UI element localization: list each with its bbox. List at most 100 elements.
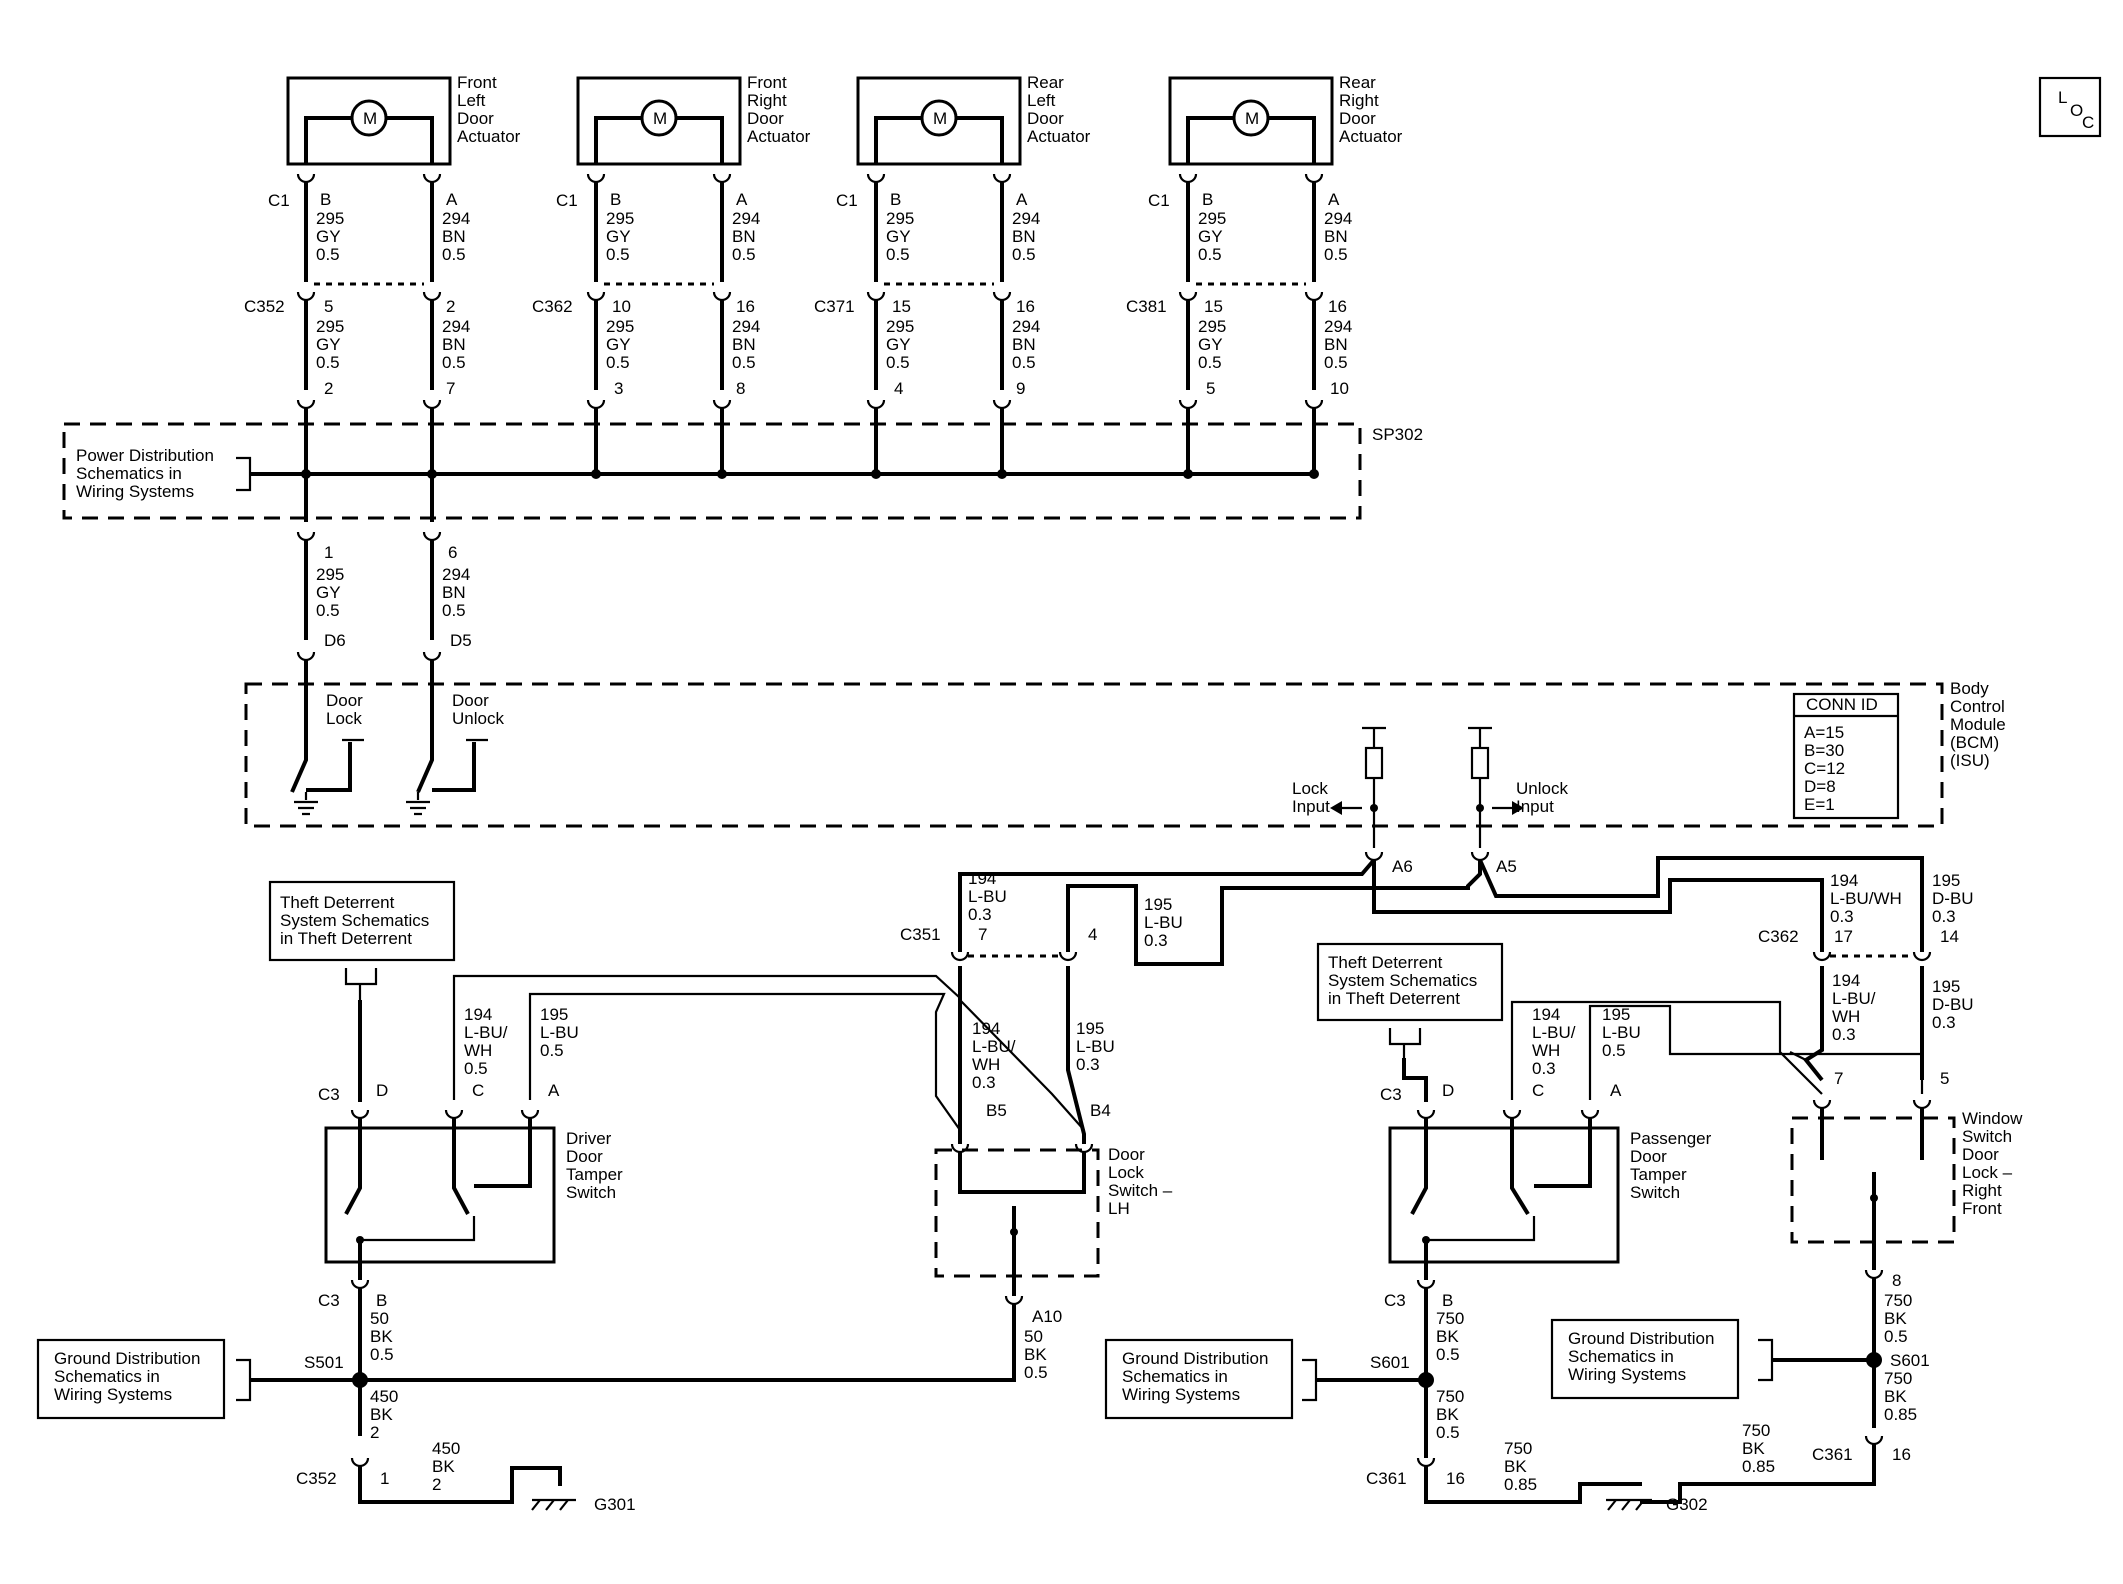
svg-text:195: 195 (1144, 895, 1172, 914)
svg-text:Door: Door (747, 109, 784, 128)
svg-text:0.3: 0.3 (1932, 1013, 1956, 1032)
svg-text:0.3: 0.3 (1144, 931, 1168, 950)
svg-text:0.5: 0.5 (1436, 1423, 1460, 1442)
svg-text:A: A (736, 190, 748, 209)
svg-text:Actuator: Actuator (457, 127, 521, 146)
svg-text:0.5: 0.5 (1324, 245, 1348, 264)
svg-text:A: A (1610, 1081, 1622, 1100)
svg-text:GY: GY (316, 227, 341, 246)
svg-text:50: 50 (370, 1309, 389, 1328)
svg-text:294: 294 (1012, 317, 1040, 336)
svg-text:15: 15 (1204, 297, 1223, 316)
svg-text:17: 17 (1834, 927, 1853, 946)
svg-text:Schematics in: Schematics in (76, 464, 182, 483)
svg-text:0.5: 0.5 (1602, 1041, 1626, 1060)
svg-text:BK: BK (1884, 1309, 1907, 1328)
svg-text:0.5: 0.5 (1012, 245, 1036, 264)
svg-text:0.5: 0.5 (886, 245, 910, 264)
svg-text:C1: C1 (836, 191, 858, 210)
svg-text:M: M (363, 109, 377, 128)
svg-text:Tamper: Tamper (1630, 1165, 1687, 1184)
svg-text:195: 195 (1932, 871, 1960, 890)
svg-text:Left: Left (1027, 91, 1056, 110)
splice-pack-sp302: SP302 Power Distribution Schematics in W… (62, 422, 1423, 520)
svg-text:Schematics in: Schematics in (1568, 1347, 1674, 1366)
svg-text:294: 294 (732, 317, 760, 336)
svg-text:BK: BK (1742, 1439, 1765, 1458)
svg-text:in Theft Deterrent: in Theft Deterrent (280, 929, 412, 948)
svg-text:B: B (610, 190, 621, 209)
svg-text:Lock: Lock (326, 709, 362, 728)
svg-text:750: 750 (1436, 1309, 1464, 1328)
svg-text:294: 294 (442, 565, 470, 584)
svg-text:450: 450 (432, 1439, 460, 1458)
svg-text:4: 4 (1088, 925, 1097, 944)
svg-text:0.5: 0.5 (442, 245, 466, 264)
svg-text:Actuator: Actuator (747, 127, 811, 146)
svg-text:BK: BK (370, 1327, 393, 1346)
svg-text:Tamper: Tamper (566, 1165, 623, 1184)
svg-text:0.5: 0.5 (732, 353, 756, 372)
svg-text:C1: C1 (268, 191, 290, 210)
svg-text:CONN ID: CONN ID (1806, 695, 1878, 714)
svg-text:5: 5 (1940, 1069, 1949, 1088)
svg-text:BN: BN (1012, 335, 1036, 354)
svg-text:Unlock: Unlock (1516, 779, 1568, 798)
svg-text:16: 16 (736, 297, 755, 316)
svg-text:16: 16 (1446, 1469, 1465, 1488)
svg-text:B5: B5 (986, 1101, 1007, 1120)
svg-text:GY: GY (606, 335, 631, 354)
svg-text:0.5: 0.5 (886, 353, 910, 372)
svg-text:C352: C352 (244, 297, 285, 316)
actuator-wiring-0: C1 B A 295 GY 0.5 294 BN 0.5 C352 5 2 29… (244, 173, 470, 474)
svg-text:7: 7 (1834, 1069, 1843, 1088)
svg-text:Wiring Systems: Wiring Systems (1122, 1385, 1240, 1404)
svg-text:L-BU/WH: L-BU/WH (1830, 889, 1902, 908)
svg-text:BK: BK (432, 1457, 455, 1476)
svg-text:L-BU: L-BU (540, 1023, 579, 1042)
svg-text:L-BU: L-BU (1602, 1023, 1641, 1042)
svg-text:50: 50 (1024, 1327, 1043, 1346)
svg-text:0.5: 0.5 (1436, 1345, 1460, 1364)
rear-left-door-actuator: M Rear Left Door Actuator (856, 73, 1091, 166)
svg-text:5: 5 (324, 297, 333, 316)
svg-text:195: 195 (1932, 977, 1960, 996)
svg-text:Ground Distribution: Ground Distribution (1568, 1329, 1714, 1348)
svg-text:GY: GY (1198, 335, 1223, 354)
svg-text:Rear: Rear (1339, 73, 1376, 92)
svg-text:L-BU/: L-BU/ (1832, 989, 1876, 1008)
svg-text:294: 294 (1012, 209, 1040, 228)
svg-text:L: L (2058, 88, 2067, 107)
svg-text:B4: B4 (1090, 1101, 1111, 1120)
front-left-door-actuator: M Front Left Door Actuator (286, 73, 521, 166)
svg-text:C1: C1 (1148, 191, 1170, 210)
svg-text:C362: C362 (532, 297, 573, 316)
svg-text:0.3: 0.3 (1532, 1059, 1556, 1078)
svg-text:L-BU/: L-BU/ (464, 1023, 508, 1042)
svg-text:Schematics in: Schematics in (1122, 1367, 1228, 1386)
svg-text:0.5: 0.5 (540, 1041, 564, 1060)
svg-text:7: 7 (446, 379, 455, 398)
svg-text:0.5: 0.5 (1884, 1327, 1908, 1346)
svg-text:B: B (320, 190, 331, 209)
svg-text:C: C (2082, 113, 2094, 132)
svg-text:0.5: 0.5 (316, 245, 340, 264)
svg-text:Door: Door (1962, 1145, 1999, 1164)
svg-text:Ground Distribution: Ground Distribution (1122, 1349, 1268, 1368)
svg-text:Theft Deterrent: Theft Deterrent (1328, 953, 1443, 972)
svg-text:D5: D5 (450, 631, 472, 650)
svg-text:Module: Module (1950, 715, 2006, 734)
svg-text:295: 295 (1198, 209, 1226, 228)
actuator-wiring-3: C1 B A 295 GY 0.5 294 BN 0.5 C381 15 16 … (1126, 173, 1352, 474)
svg-text:A10: A10 (1032, 1307, 1062, 1326)
svg-text:Switch –: Switch – (1108, 1181, 1173, 1200)
svg-text:LH: LH (1108, 1199, 1130, 1218)
svg-text:BK: BK (1436, 1405, 1459, 1424)
svg-text:C3: C3 (1380, 1085, 1402, 1104)
svg-text:Body: Body (1950, 679, 1989, 698)
svg-text:294: 294 (732, 209, 760, 228)
right-door-circuit: Theft Deterrent System Schematics in The… (1104, 871, 2023, 1514)
svg-text:C=12: C=12 (1804, 759, 1845, 778)
svg-text:D: D (376, 1081, 388, 1100)
